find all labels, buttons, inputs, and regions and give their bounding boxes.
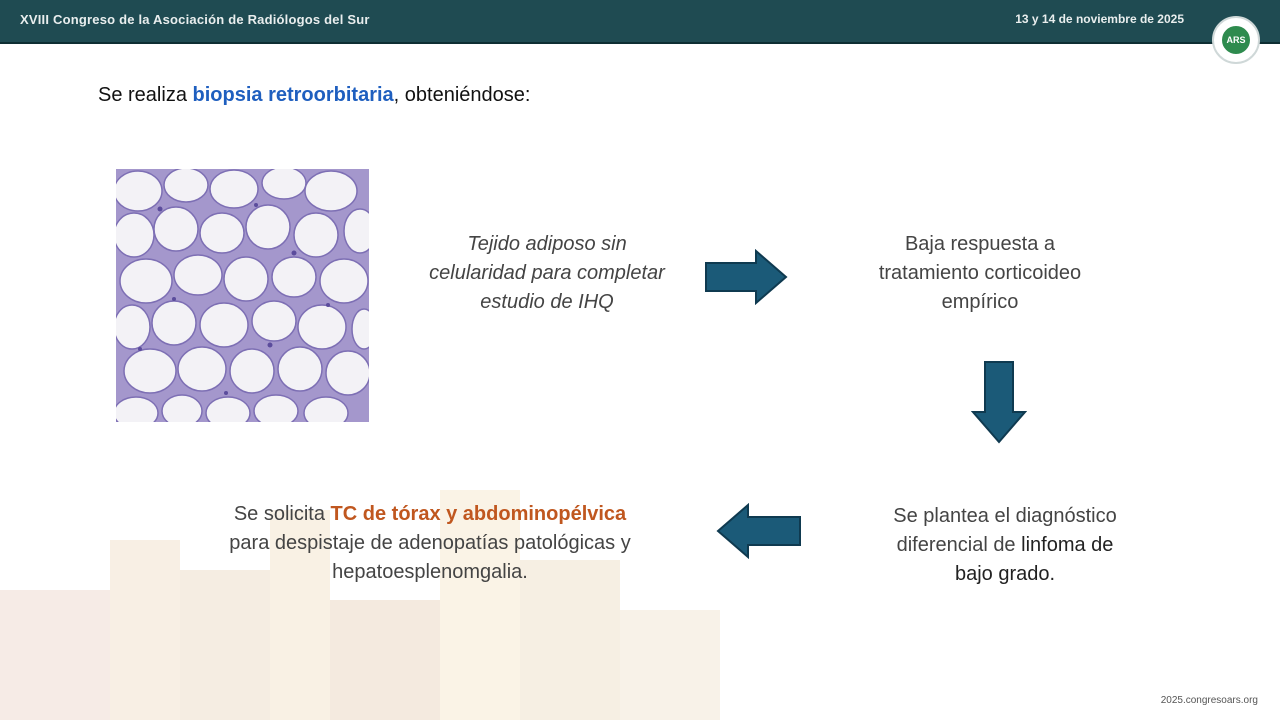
response-line-1: Baja respuesta a	[904, 233, 1056, 255]
arrow-left-icon	[716, 503, 801, 559]
diagnosis-line-2-prefix: diferencial de	[896, 534, 1022, 556]
logo-text: ARS	[1226, 35, 1246, 45]
arrow-down-icon	[971, 361, 1027, 444]
ct-line-3: hepatoesplenomgalia.	[332, 561, 528, 583]
intro-suffix: , obteniéndose:	[393, 84, 531, 106]
treatment-response-text: Baja respuesta a tratamiento corticoideo…	[840, 230, 1120, 317]
histology-line-1: Tejido adiposo sin	[467, 233, 627, 255]
ct-request-text: Se solicita TC de tórax y abdominopélvic…	[170, 500, 690, 587]
header-bar: XVIII Congreso de la Asociación de Radió…	[0, 0, 1280, 44]
ct-line-2: para despistaje de adenopatías patológic…	[229, 532, 631, 554]
response-line-2: tratamiento corticoideo	[878, 262, 1082, 284]
intro-prefix: Se realiza	[98, 84, 193, 106]
histology-line-2: celularidad para completar	[429, 262, 665, 284]
diagnosis-line-2: diferencial de linfoma de	[850, 531, 1160, 560]
congress-logo: ARS	[1212, 16, 1260, 64]
response-line-3: empírico	[941, 291, 1019, 313]
ct-prefix: Se solicita	[233, 503, 331, 525]
histology-image	[116, 169, 369, 422]
histology-line-3: estudio de IHQ	[480, 291, 614, 313]
differential-diagnosis-text: Se plantea el diagnóstico diferencial de…	[850, 502, 1160, 589]
diagnosis-highlight: linfoma de	[1021, 534, 1114, 556]
diagnosis-line-3: bajo grado.	[954, 563, 1056, 585]
arrow-right-icon	[705, 249, 788, 305]
background-skyline	[0, 460, 720, 720]
ct-line-1: Se solicita TC de tórax y abdominopélvic…	[170, 500, 690, 529]
ct-highlight: TC de tórax y abdominopélvica	[330, 503, 627, 525]
adipose-tissue-illustration	[116, 169, 369, 422]
intro-highlight: biopsia retroorbitaria	[192, 84, 394, 106]
logo-emblem: ARS	[1220, 24, 1252, 56]
footer-url: 2025.congresoars.org	[1160, 695, 1258, 706]
histology-description: Tejido adiposo sin celularidad para comp…	[392, 230, 702, 317]
intro-line: Se realiza biopsia retroorbitaria, obten…	[98, 84, 530, 107]
congress-date: 13 y 14 de noviembre de 2025	[1015, 12, 1184, 26]
congress-title: XVIII Congreso de la Asociación de Radió…	[20, 12, 370, 27]
diagnosis-line-1: Se plantea el diagnóstico	[893, 505, 1117, 527]
